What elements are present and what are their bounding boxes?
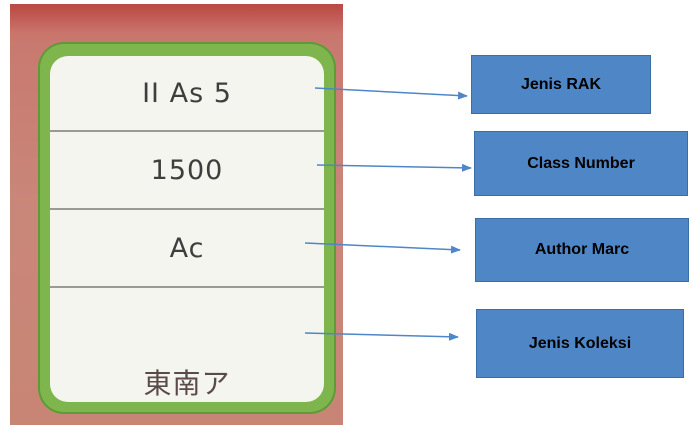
label-row-collection-type: 東南ア	[143, 367, 231, 400]
label-divider	[50, 286, 324, 288]
call-number-label: II As 5 1500 Ac 東南ア	[38, 42, 336, 414]
book-spine-photo: II As 5 1500 Ac 東南ア	[10, 4, 343, 425]
label-divider	[50, 208, 324, 210]
label-row-author-marc: Ac	[169, 232, 205, 264]
callout-class-number: Class Number	[474, 131, 688, 196]
label-inner-panel: II As 5 1500 Ac 東南ア	[50, 56, 324, 402]
label-divider	[50, 130, 324, 132]
callout-rack-type: Jenis RAK	[471, 55, 651, 114]
label-row-rack-type: II As 5	[142, 77, 232, 109]
label-row-class-number: 1500	[150, 154, 224, 186]
callout-collection-type: Jenis Koleksi	[476, 309, 684, 378]
callout-author-marc: Author Marc	[475, 218, 689, 282]
